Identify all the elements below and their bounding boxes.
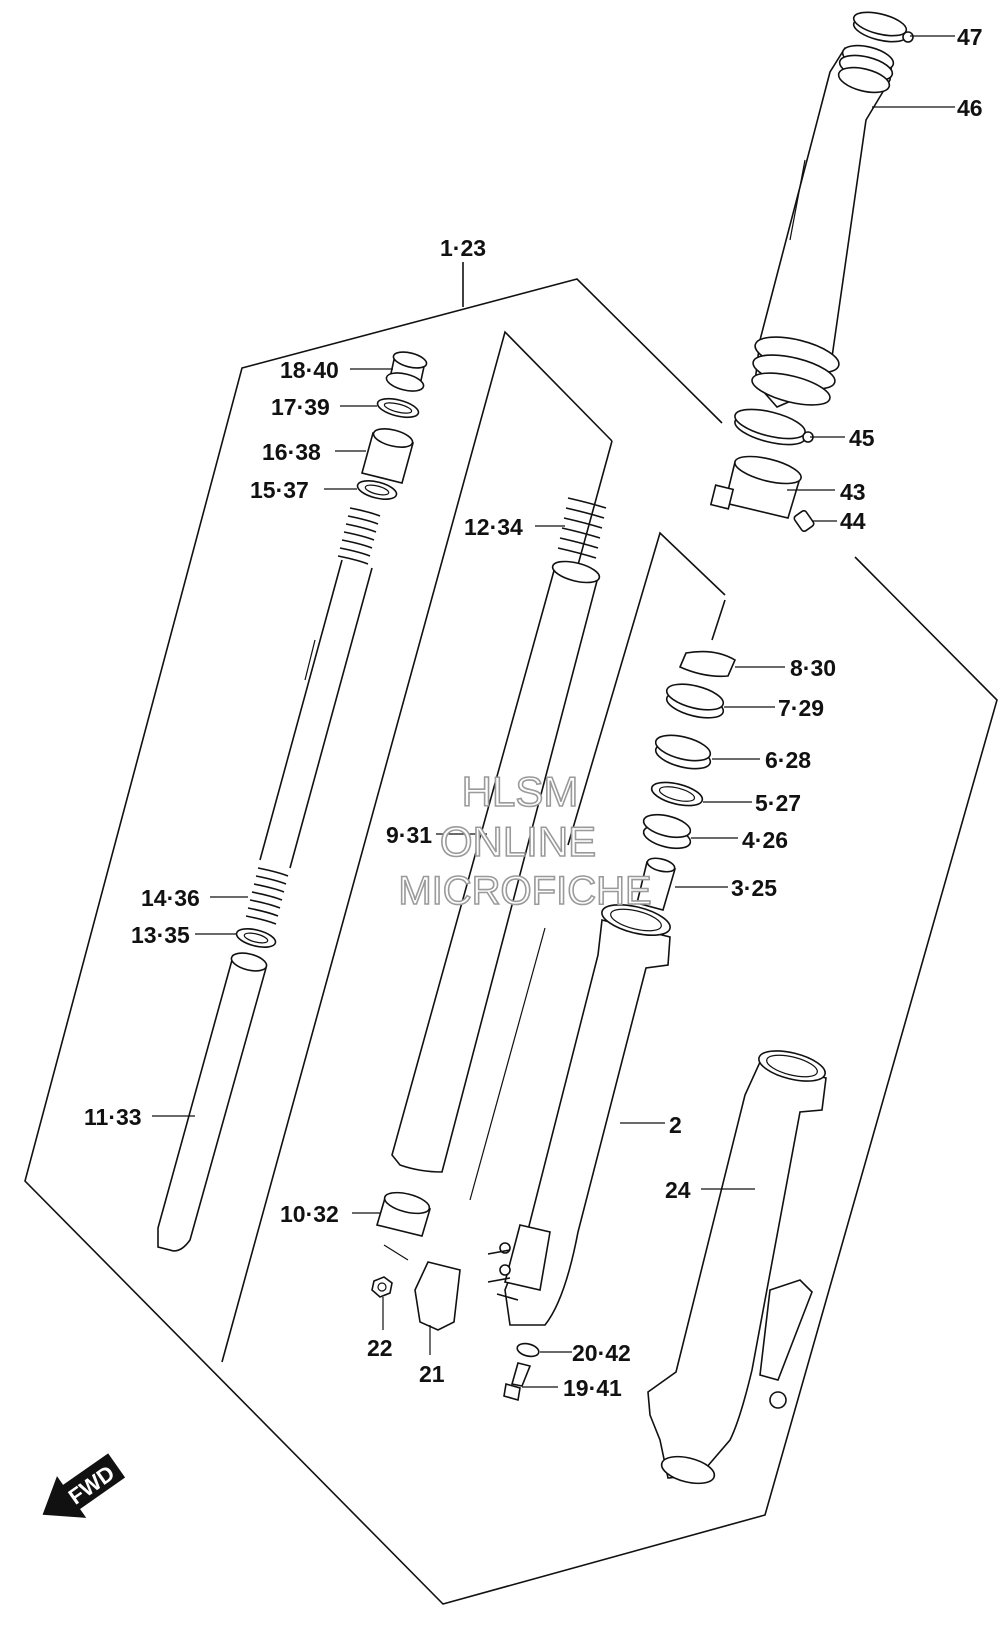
washer-part-15 [356,480,398,500]
cap-bolt-part-18 [385,351,428,392]
callout-13-35: 13·35 [131,922,190,948]
spacer-part-16 [361,428,414,484]
cylinder-part-11 [157,952,268,1252]
callout-17-39: 17·39 [271,394,330,420]
callout-4-26: 4·26 [742,827,788,853]
bushing-part-10 [375,1191,432,1237]
spring-part-upper [337,507,381,565]
clamp-part-21 [383,1244,461,1331]
spring-part-12 [557,497,607,559]
watermark-line2: ONLINE [440,818,596,865]
assembly-outline-1 [24,262,998,1605]
callout-20-42: 20·42 [572,1340,631,1366]
watermark: HLSM ONLINE MICROFICHE [398,767,653,914]
inner-tube-part-9 [391,560,601,1173]
callout-43: 43 [840,479,866,505]
washer-part-20 [516,1342,540,1358]
dust-boot-part-46 [751,44,895,408]
outer-tube-part-24 [647,1050,827,1485]
callout-47: 47 [957,24,983,50]
bushing-part-6 [654,734,712,770]
leader-lines [152,35,955,1388]
oil-seal-part-7 [665,683,725,719]
inner-rod-outline [221,330,613,1363]
seal-part-8 [678,650,737,678]
fwd-arrow-icon: FWD [42,1453,126,1518]
callout-18-40: 18·40 [280,357,339,383]
damper-outline [469,531,726,1201]
damper-rod-part-9 [259,559,373,869]
clamp-part-45 [734,408,814,446]
callout-7-29: 7·29 [778,695,824,721]
watermark-line3: MICROFICHE [398,869,651,913]
callout-11-33: 11·33 [84,1104,142,1130]
callout-14-36: 14·36 [141,885,200,911]
clamp-band-part-47 [852,11,914,43]
callout-5-27: 5·27 [755,790,801,816]
callout-10-32: 10·32 [280,1201,339,1227]
callout-1-23: 1·23 [440,235,486,261]
callout-46: 46 [957,95,983,121]
callout-6-28: 6·28 [765,747,811,773]
callout-labels: 1·23 2 3·25 4·26 5·27 6·28 7·29 8·30 9·3… [84,24,983,1401]
washer-part-13 [235,928,277,948]
callout-19-41: 19·41 [563,1375,622,1401]
callout-9-31: 9·31 [386,822,432,848]
screw-part-44 [793,509,815,533]
callout-22: 22 [367,1335,393,1361]
holder-part-43 [709,455,802,519]
outer-tube-part-2 [499,904,671,1326]
spring-part-14 [245,867,289,925]
oil-lock-piece-part-3 [636,857,677,911]
callout-3-25: 3·25 [731,875,777,901]
callout-15-37: 15·37 [250,477,309,503]
watermark-line1: HLSM [462,768,579,815]
callout-12-34: 12·34 [464,514,523,540]
callout-21: 21 [419,1361,445,1387]
callout-45: 45 [849,425,875,451]
bushing-part-4 [642,813,692,850]
nut-part-22 [371,1276,393,1298]
callout-16-38: 16·38 [262,439,321,465]
callout-44: 44 [840,508,866,534]
stud-bolts [487,1249,519,1301]
callout-2: 2 [669,1112,682,1138]
callout-24: 24 [665,1177,691,1203]
callout-8-30: 8·30 [790,655,836,681]
bolt-part-19 [503,1362,532,1402]
o-ring-part-17 [376,397,420,419]
washer-part-5 [650,781,704,807]
